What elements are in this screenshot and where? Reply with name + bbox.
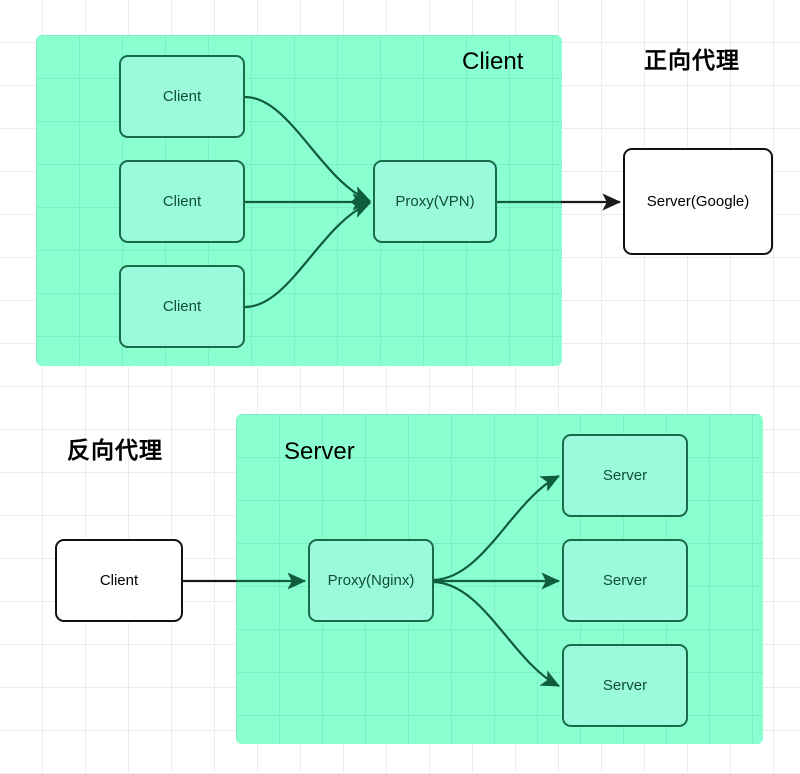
server-box-2[interactable]: Server [562, 539, 688, 622]
server-box-2-label: Server [602, 572, 648, 589]
server-google-box[interactable]: Server(Google) [623, 148, 773, 255]
forward-proxy-section-title: 正向代理 [644, 48, 740, 74]
client-box-1-label: Client [162, 88, 202, 105]
proxy-nginx-box[interactable]: Proxy(Nginx) [308, 539, 434, 622]
proxy-vpn-box[interactable]: Proxy(VPN) [373, 160, 497, 243]
server-box-3[interactable]: Server [562, 644, 688, 727]
client-box-3[interactable]: Client [119, 265, 245, 348]
proxy-vpn-label: Proxy(VPN) [395, 193, 475, 210]
proxy-nginx-label: Proxy(Nginx) [327, 572, 415, 589]
server-zone-title: Server [284, 438, 355, 465]
server-google-label: Server(Google) [646, 193, 750, 210]
reverse-client-label: Client [99, 572, 139, 589]
server-box-1[interactable]: Server [562, 434, 688, 517]
server-box-1-label: Server [602, 467, 648, 484]
client-box-2-label: Client [162, 193, 202, 210]
reverse-proxy-section-title: 反向代理 [67, 438, 163, 464]
client-box-2[interactable]: Client [119, 160, 245, 243]
client-box-3-label: Client [162, 298, 202, 315]
reverse-client-box[interactable]: Client [55, 539, 183, 622]
server-box-3-label: Server [602, 677, 648, 694]
client-box-1[interactable]: Client [119, 55, 245, 138]
client-zone-title: Client [462, 48, 524, 75]
